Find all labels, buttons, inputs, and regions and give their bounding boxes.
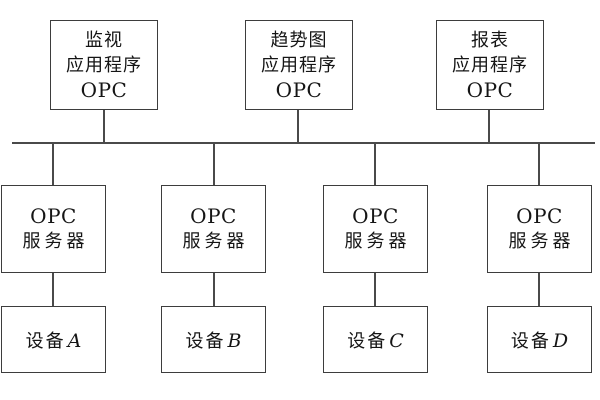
device-b-letter: B: [227, 329, 242, 352]
device-c-letter: C: [389, 329, 404, 352]
connector-server-3-to-device-c: [374, 273, 376, 306]
connector-server-4-to-device-d: [538, 273, 540, 306]
opc-server-box-4: OPC 服务器: [487, 185, 592, 273]
device-d-prefix: 设备: [510, 330, 551, 352]
app-box-report-line2: 应用程序: [452, 54, 528, 76]
opc-server-3-line2: 服务器: [344, 230, 411, 252]
app-box-trend-line1: 趋势图: [270, 29, 328, 51]
opc-server-4-line1: OPC: [516, 203, 563, 228]
connector-bus-to-server-1: [52, 142, 54, 185]
connector-bus-to-server-4: [538, 142, 540, 185]
connector-server-1-to-device-a: [52, 273, 54, 306]
opc-server-box-1: OPC 服务器: [1, 185, 106, 273]
app-box-report-line3: OPC: [466, 77, 514, 102]
device-b-prefix: 设备: [185, 330, 226, 352]
device-a-prefix: 设备: [25, 330, 66, 352]
opc-server-3-line1: OPC: [352, 203, 399, 228]
app-box-monitor-line2: 应用程序: [66, 54, 142, 76]
device-a-letter: A: [67, 329, 82, 352]
opc-server-2-line1: OPC: [190, 203, 237, 228]
opc-server-box-3: OPC 服务器: [323, 185, 428, 273]
app-box-trend-line3: OPC: [275, 77, 323, 102]
connector-report-to-bus: [488, 110, 490, 143]
opc-server-1-line2: 服务器: [22, 230, 89, 252]
app-box-monitor-line3: OPC: [80, 77, 128, 102]
connector-trend-to-bus: [297, 110, 299, 143]
app-box-report: 报表 应用程序 OPC: [436, 20, 544, 110]
app-box-trend: 趋势图 应用程序 OPC: [245, 20, 353, 110]
opc-server-2-line2: 服务器: [182, 230, 249, 252]
connector-bus-to-server-3: [374, 142, 376, 185]
opc-server-4-line2: 服务器: [508, 230, 575, 252]
app-box-trend-line2: 应用程序: [261, 54, 337, 76]
connector-monitor-to-bus: [103, 110, 105, 143]
app-box-report-line1: 报表: [471, 29, 509, 51]
app-box-monitor-line1: 监视: [85, 29, 123, 51]
connector-bus-to-server-2: [213, 142, 215, 185]
opc-server-1-line1: OPC: [30, 203, 77, 228]
connector-server-2-to-device-b: [213, 273, 215, 306]
device-c-prefix: 设备: [347, 330, 388, 352]
device-d-letter: D: [552, 329, 569, 352]
network-bus-line: [12, 142, 595, 144]
app-box-monitor: 监视 应用程序 OPC: [50, 20, 158, 110]
opc-server-box-2: OPC 服务器: [161, 185, 266, 273]
